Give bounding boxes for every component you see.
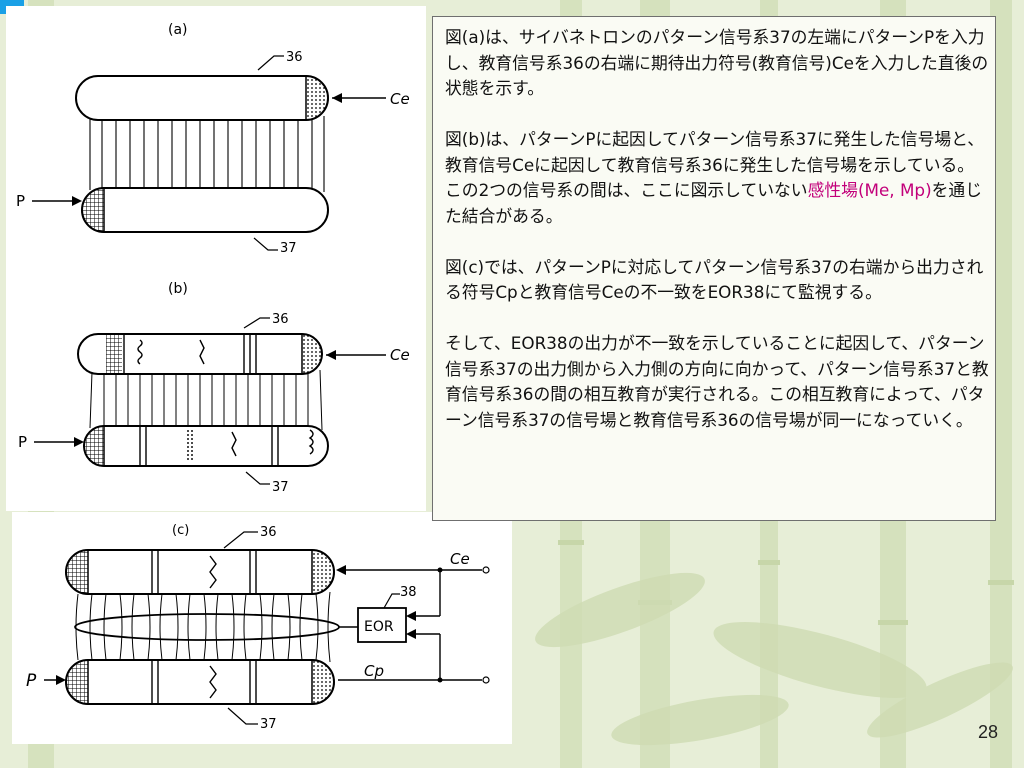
figure-c-label-37: 37 xyxy=(260,717,277,732)
figure-ab-diagram: (a) 36 Ce P 37 (b) xyxy=(16,22,410,495)
figure-a-caption: (a) xyxy=(168,22,188,38)
paragraph-b-text-1: 図(b)は、パターンPに起因してパターン信号系37に発生した信号場と、教育信号C… xyxy=(445,129,985,200)
figure-c-label-ce: Ce xyxy=(450,550,470,568)
figure-c-caption: (c) xyxy=(172,523,189,538)
sensitivity-field-highlight: 感性場(Me, Mp) xyxy=(807,180,932,200)
paragraph-figure-c: 図(c)では、パターンPに対応してパターン信号系37の右端から出力される符号Cp… xyxy=(445,256,984,303)
figure-b-label-37: 37 xyxy=(272,480,289,495)
figure-c-label-36: 36 xyxy=(260,525,277,540)
paragraph-mutual-education: そして、EOR38の出力が不一致を示していることに起因して、パターン信号系37の… xyxy=(445,333,989,430)
paragraph-b-text-2: を通じた結合がある。 xyxy=(445,180,982,226)
figure-b-label-ce: Ce xyxy=(390,346,410,364)
figure-a-label-36: 36 xyxy=(286,50,303,65)
figure-a-label-p: P xyxy=(16,192,25,210)
eor-label: EOR xyxy=(364,619,394,635)
figure-c-label-p: P xyxy=(26,671,37,691)
figure-a-label-ce: Ce xyxy=(390,90,410,108)
figure-c-diagram: (c) 36 xyxy=(26,523,490,732)
figure-c-label-38: 38 xyxy=(400,585,417,600)
paragraph-figure-b: 図(b)は、パターンPに起因してパターン信号系37に発生した信号場と、教育信号C… xyxy=(445,127,989,229)
figure-b-label-36: 36 xyxy=(272,312,289,327)
figure-c-label-cp: Cp xyxy=(364,662,384,680)
figure-b-caption: (b) xyxy=(168,281,188,297)
explanation-text-box: 図(a)は、サイバネトロンのパターン信号系37の左端にパターンPを入力し、教育信… xyxy=(432,16,996,521)
figure-a-label-37: 37 xyxy=(280,241,297,256)
figure-ab-panel: (a) 36 Ce P 37 (b) xyxy=(6,6,426,511)
paragraph-figure-a: 図(a)は、サイバネトロンのパターン信号系37の左端にパターンPを入力し、教育信… xyxy=(445,27,989,98)
page-number: 28 xyxy=(977,722,998,742)
figure-c-panel: (c) 36 xyxy=(12,512,512,744)
figure-b-label-p: P xyxy=(18,433,27,451)
